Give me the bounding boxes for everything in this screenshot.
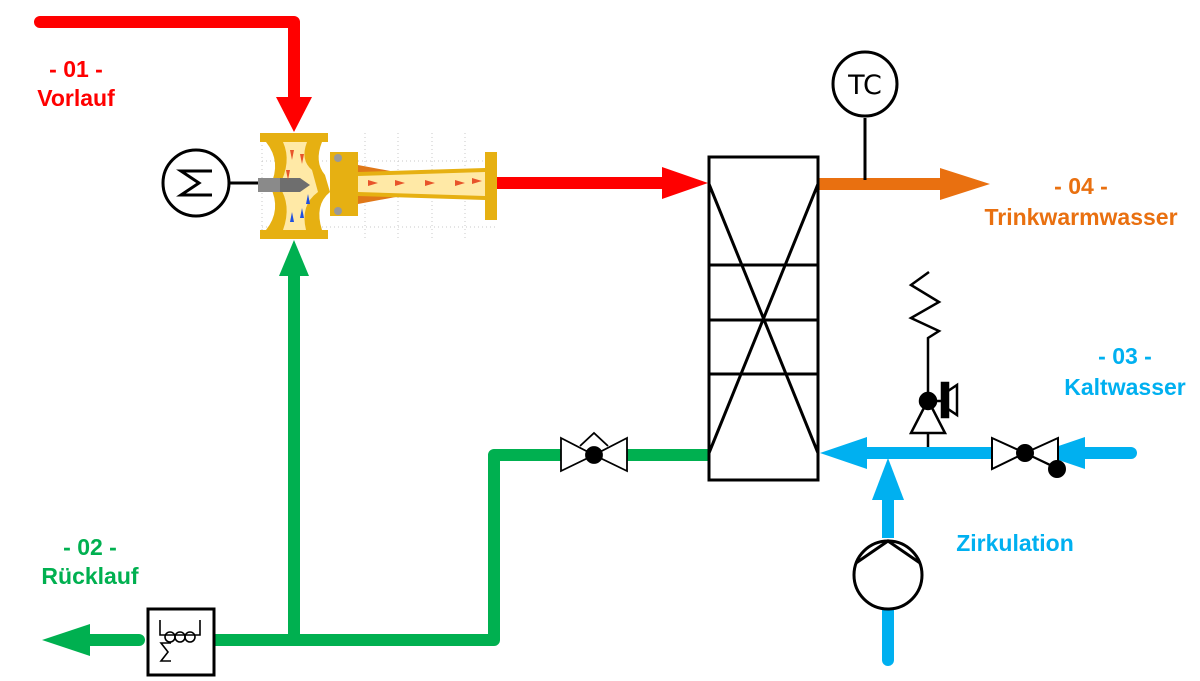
safety-valve[interactable]: [908, 270, 959, 447]
gate-valve-icon: [560, 431, 628, 473]
supply-down-arrow-icon: [276, 97, 312, 132]
motor-icon: [161, 148, 231, 218]
return-name-label: Rücklauf: [41, 563, 138, 589]
cold-water-number-label: - 03 -: [1098, 343, 1152, 369]
tc-instrument-icon: [831, 50, 899, 118]
return-shutoff-valve[interactable]: [560, 431, 628, 473]
return-left-arrow-icon: [42, 624, 90, 656]
supply-right-arrow-icon: [662, 167, 708, 199]
cold-water-name-label: Kaltwasser: [1064, 374, 1186, 400]
tc-label: TC: [847, 70, 882, 101]
circulation-pump[interactable]: [852, 539, 924, 611]
heat-exchanger-inlet-arrow-icon: [820, 437, 867, 469]
check-valve-icon: [991, 436, 1066, 478]
heat-exchanger[interactable]: [707, 155, 820, 482]
hot-water-name-label: Trinkwarmwasser: [984, 204, 1177, 230]
circulation-label: Zirkulation: [956, 530, 1074, 556]
hot-water-number-label: - 04 -: [1054, 173, 1108, 199]
ejector-valve-icon: [258, 133, 497, 240]
return-line: [42, 240, 718, 656]
supply-number-label: - 01 -: [49, 56, 103, 82]
spring-safety-valve-icon: [908, 270, 959, 447]
supply-name-label: Vorlauf: [37, 85, 115, 111]
heat-meter[interactable]: [146, 607, 216, 677]
return-number-label: - 02 -: [63, 534, 117, 560]
temperature-controller[interactable]: TC: [831, 50, 899, 180]
heat-meter-icon: [146, 607, 216, 677]
plate-heat-exchanger-icon: [707, 155, 820, 482]
motor-m-glyph: [176, 169, 212, 197]
cold-water-check-valve[interactable]: [991, 436, 1066, 478]
cold-water-line: [820, 437, 1137, 666]
motor[interactable]: [161, 148, 262, 218]
return-up-arrow-icon: [279, 240, 309, 276]
jet-pump-valve[interactable]: [258, 133, 497, 240]
supply-line: [34, 16, 708, 199]
pump-icon: [852, 539, 924, 611]
hot-water-line: [812, 168, 990, 200]
hot-water-right-arrow-icon: [940, 168, 990, 200]
cold-water-left-arrow-icon: [1038, 437, 1085, 469]
circulation-up-arrow-icon: [872, 458, 904, 500]
